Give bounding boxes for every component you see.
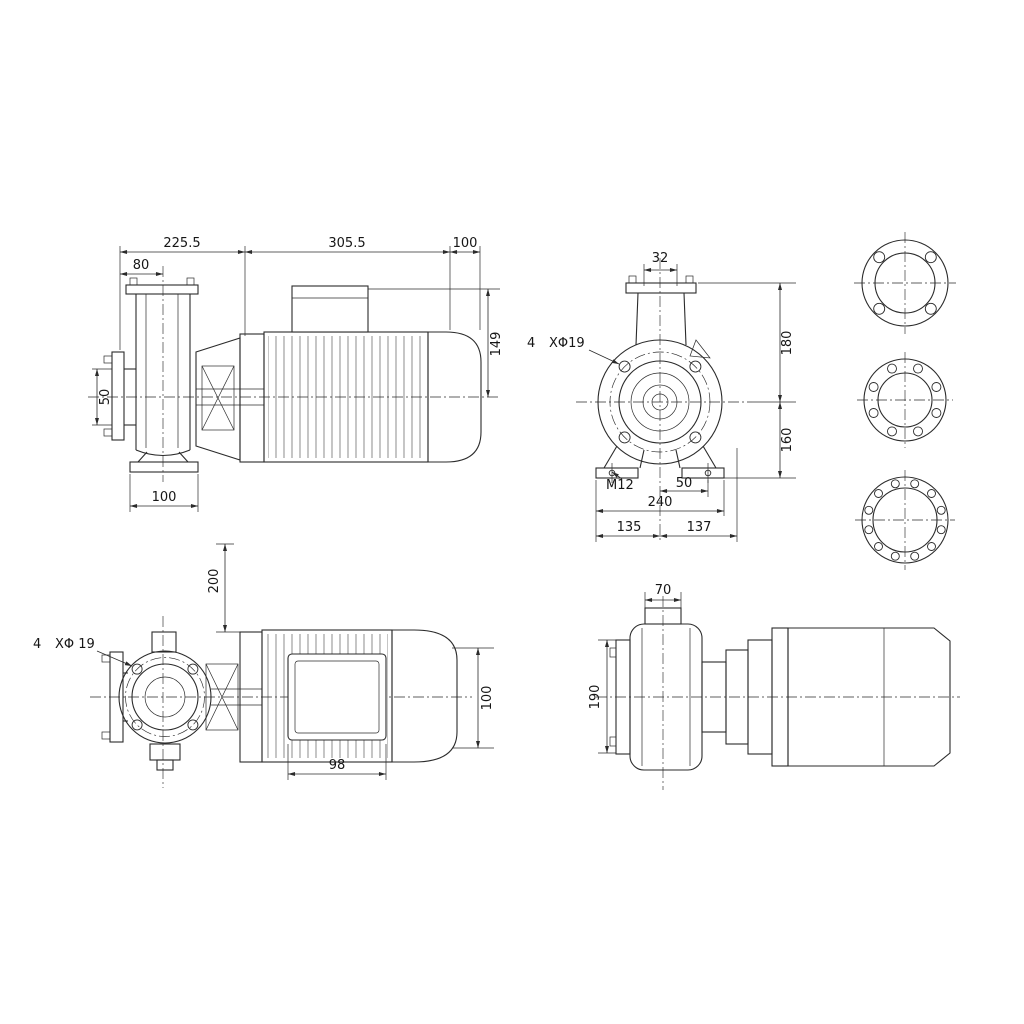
top-view-geometry — [90, 616, 472, 788]
volute-bottom — [135, 449, 191, 457]
left-foot — [595, 467, 639, 479]
bolt-hole — [618, 360, 631, 373]
bolt-hole — [131, 719, 143, 731]
volute-casing — [597, 339, 723, 465]
dim-casing-height: 190 — [588, 685, 603, 710]
dim-center-to-base: 160 — [780, 428, 795, 453]
flange-detail-bottom — [855, 470, 955, 570]
top-boss — [151, 631, 177, 653]
side-view-dimensions: 225.5 305.5 100 80 50 149 100 — [92, 236, 504, 512]
front-view-dimensions: 32 4 XΦ19 180 160 M12 50 240 135 137 — [527, 251, 796, 542]
dim-foot-length: 100 — [152, 490, 177, 505]
bolt-circle — [609, 351, 711, 453]
note-holes-count: 4 — [527, 336, 535, 351]
right-foot — [681, 467, 725, 479]
flange-detail-middle — [857, 352, 953, 448]
suction-port-flange — [625, 282, 697, 294]
dim-box-width: 98 — [329, 758, 346, 773]
end-view: 70 190 — [588, 583, 960, 790]
flange-detail-top — [854, 232, 956, 334]
top-view: 200 4 XΦ 19 98 100 — [33, 543, 495, 788]
motor-fins — [268, 336, 422, 458]
end-view-geometry — [596, 596, 960, 790]
suction-flange — [111, 351, 125, 441]
top-view-dimensions: 200 4 XΦ 19 98 100 — [33, 543, 495, 780]
motor-end-cap — [427, 331, 482, 463]
note-holes-count: 4 — [33, 637, 41, 652]
side-view: 225.5 305.5 100 80 50 149 100 — [88, 236, 504, 512]
motor-body-end — [787, 627, 951, 767]
motor-end-cap-top — [391, 629, 458, 763]
terminal-box-top — [287, 653, 387, 741]
dim-center-to-flange: 180 — [780, 331, 795, 356]
note-holes-size: XΦ19 — [549, 336, 585, 351]
bolt-hole — [131, 663, 143, 675]
bolt-hole — [618, 431, 631, 444]
dim-port-bore: 32 — [652, 251, 669, 266]
dim-foot-hole-offset: 50 — [676, 476, 693, 491]
dim-motor-length: 305.5 — [328, 236, 365, 251]
dim-center-to-top: 149 — [489, 332, 504, 357]
bolt-circle — [125, 657, 205, 737]
hole-leader-line — [96, 650, 133, 667]
bolt-hole — [187, 719, 199, 731]
discharge-flange — [125, 284, 199, 295]
dim-motor-width: 100 — [480, 686, 495, 711]
end-view-dimensions: 70 190 — [588, 583, 682, 754]
suction-flange-top — [109, 651, 124, 743]
dim-flange-to-center: 80 — [133, 258, 150, 273]
dim-foot-thread: M12 — [606, 478, 634, 493]
volute-casing-top — [118, 650, 212, 744]
dim-boss-width: 70 — [655, 583, 672, 598]
dim-port-offset: 200 — [207, 569, 222, 594]
bolt-hole — [689, 431, 702, 444]
dim-base-left: 135 — [617, 520, 642, 535]
suction-flange-edge — [615, 639, 631, 755]
dim-base-right: 137 — [687, 520, 712, 535]
bolt-hole — [689, 360, 702, 373]
cutwater — [689, 339, 711, 359]
side-view-geometry — [88, 266, 500, 482]
flange-details — [854, 232, 956, 570]
dim-pump-length: 225.5 — [163, 236, 200, 251]
bolt-hole — [187, 663, 199, 675]
note-holes-size: XΦ 19 — [55, 637, 95, 652]
m12-leader-line — [611, 471, 623, 480]
pump-foot — [129, 461, 199, 473]
terminal-box — [291, 285, 369, 333]
dim-end-length: 100 — [453, 236, 478, 251]
front-view: 32 4 XΦ19 180 160 M12 50 240 135 137 — [527, 251, 796, 542]
dim-base-width: 240 — [648, 495, 673, 510]
dim-suction-bore: 50 — [98, 389, 113, 406]
hole-leader-line — [588, 349, 620, 365]
